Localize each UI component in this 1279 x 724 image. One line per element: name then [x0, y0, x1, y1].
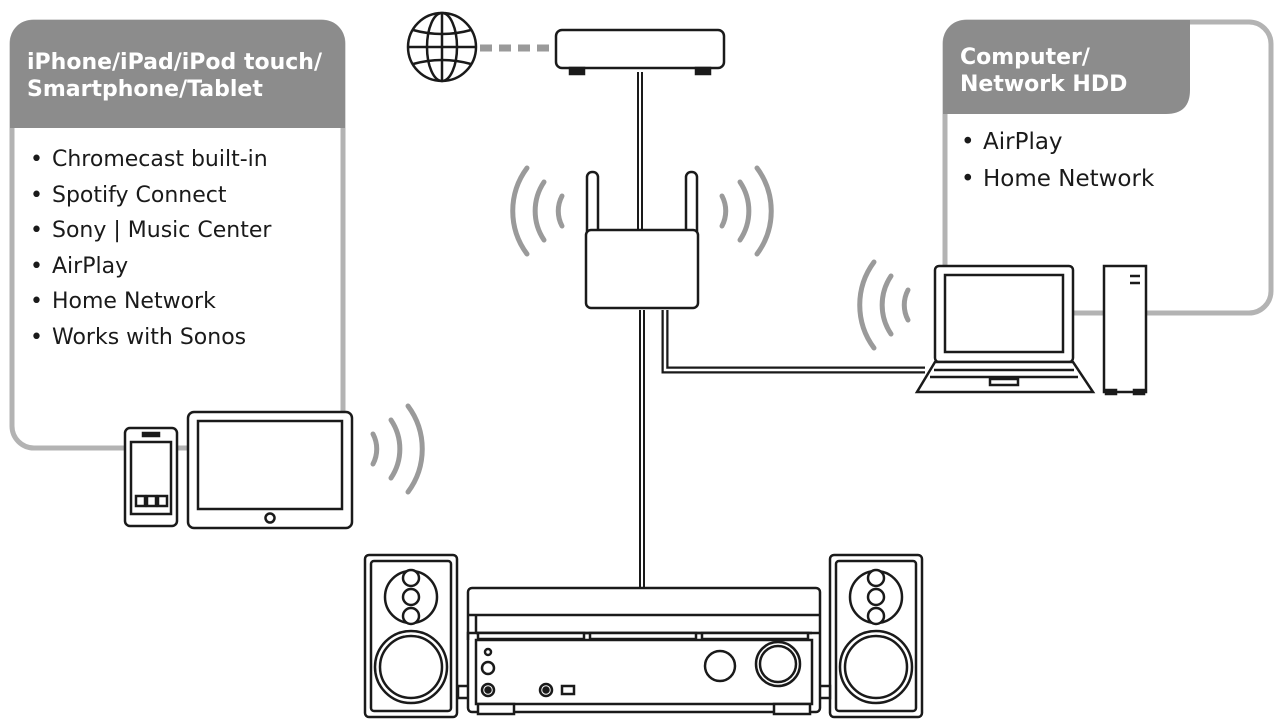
left-panel-feature-list: Chromecast built-in Spotify Connect Sony… [30, 142, 271, 355]
right-panel-feature-list: AirPlay Home Network [961, 124, 1154, 198]
list-item: Home Network [30, 284, 271, 320]
speaker-icon [828, 553, 924, 719]
modem-icon [554, 28, 726, 76]
router-icon [584, 170, 700, 310]
right-panel-title: Computer/ Network HDD [960, 44, 1127, 98]
wifi-wave-icon [857, 259, 911, 351]
right-panel-title-line2: Network HDD [960, 72, 1128, 97]
list-item: AirPlay [30, 249, 271, 285]
speaker-icon [363, 553, 459, 719]
av-receiver-icon [456, 586, 832, 716]
right-panel-header-bg [943, 20, 1190, 114]
laptop-icon [914, 264, 1096, 394]
list-item: Works with Sonos [30, 320, 271, 356]
left-panel-title: iPhone/iPad/iPod touch/ Smartphone/Table… [27, 49, 322, 103]
left-panel-title-line2: Smartphone/Tablet [27, 77, 263, 102]
list-item: Home Network [961, 161, 1154, 198]
right-panel-title-line1: Computer/ [960, 45, 1090, 70]
tablet-icon [186, 410, 354, 530]
cables [480, 44, 925, 592]
network-hdd-icon [1102, 264, 1148, 396]
globe-icon [406, 11, 478, 83]
left-panel-header-bg [10, 20, 345, 128]
wifi-wave-icon [719, 165, 774, 257]
wifi-wave-icon [370, 403, 425, 495]
list-item: Sony | Music Center [30, 213, 271, 249]
list-item: Spotify Connect [30, 178, 271, 214]
smartphone-icon [123, 426, 179, 528]
list-item: Chromecast built-in [30, 142, 271, 178]
wifi-wave-icon [510, 165, 565, 257]
list-item: AirPlay [961, 124, 1154, 161]
left-panel-title-line1: iPhone/iPad/iPod touch/ [27, 50, 322, 75]
